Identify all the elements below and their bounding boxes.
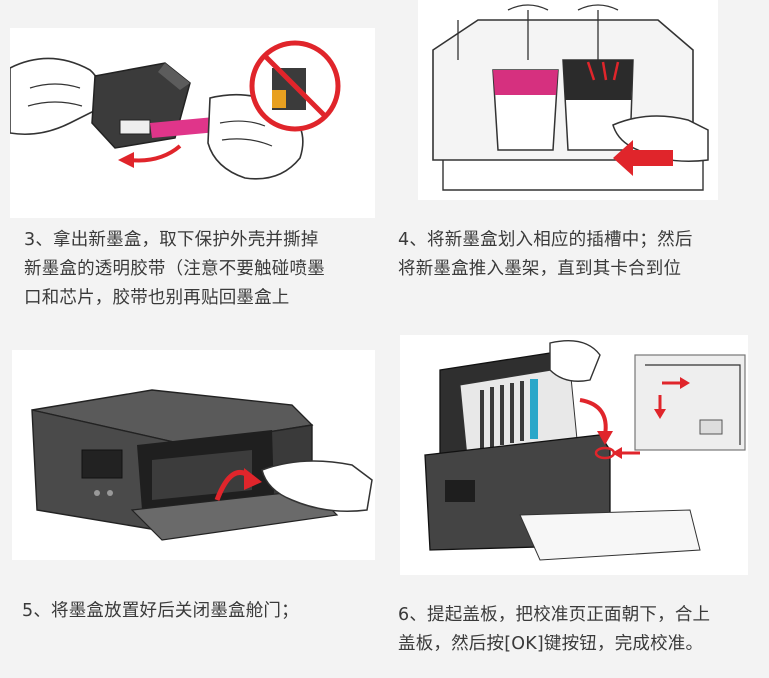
step-3-line-1: 3、拿出新墨盒，取下保护外壳并撕掉 [24,226,325,255]
illustration-close-door [12,350,375,560]
step-5-line-1: 5、将墨盒放置好后关闭墨盒舱门； [22,597,299,626]
step-4-line-2: 将新墨盒推入墨架，直到其卡合到位 [398,255,693,284]
step-4-line-1: 4、将新墨盒划入相应的插槽中；然后 [398,226,693,255]
step-4-caption: 4、将新墨盒划入相应的插槽中；然后 将新墨盒推入墨架，直到其卡合到位 [398,226,693,284]
illustration-alignment-page [400,335,748,575]
step-6-line-1: 6、提起盖板，把校准页正面朝下，合上 [398,601,769,630]
step-3-line-2: 新墨盒的透明胶带（注意不要触碰喷墨 [24,255,325,284]
step-3-line-3: 口和芯片，胶带也别再贴回墨盒上 [24,284,325,313]
step-6-caption: 6、提起盖板，把校准页正面朝下，合上 盖板，然后按[OK]键按钮，完成校准。 [398,601,769,659]
illustration-insert-cartridge [418,0,718,200]
step-3-caption: 3、拿出新墨盒，取下保护外壳并撕掉 新墨盒的透明胶带（注意不要触碰喷墨 口和芯片… [24,226,325,313]
step-6-line-2: 盖板，然后按[OK]键按钮，完成校准。 [398,630,769,659]
illustration-remove-tape [10,28,375,218]
step-5-caption: 5、将墨盒放置好后关闭墨盒舱门； [22,597,299,626]
